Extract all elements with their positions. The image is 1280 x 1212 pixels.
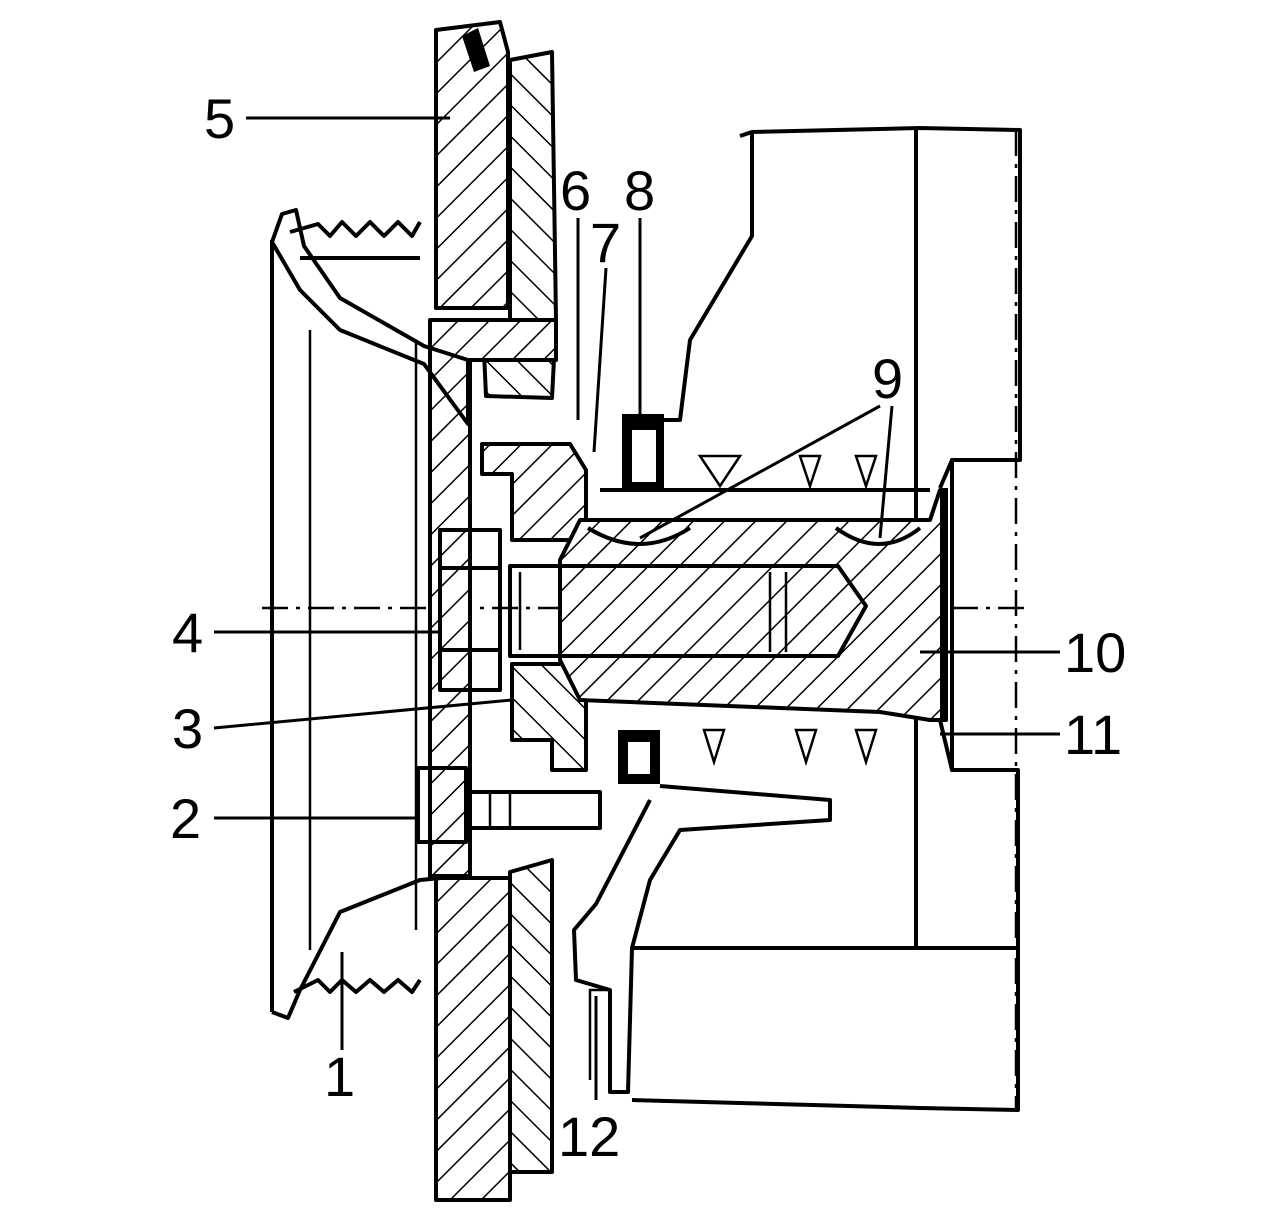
callout-3: 3 [172,697,203,760]
leader-9b [878,405,894,539]
crankshaft [558,458,954,772]
callout-9: 9 [872,347,903,410]
callout-6: 6 [560,159,591,222]
shaft-seal [618,414,664,784]
leader-lines [213,116,1060,1100]
leader-9a [639,404,881,540]
callout-7: 7 [590,211,621,274]
callout-8: 8 [624,159,655,222]
callout-12: 12 [558,1105,620,1168]
front-cover [572,130,878,1094]
callout-2: 2 [170,787,201,850]
leader-7 [592,267,608,453]
callout-1: 1 [324,1045,355,1108]
leader-3 [213,698,513,730]
callout-10: 10 [1064,621,1126,684]
crankshaft-keys [586,526,922,546]
callout-4: 4 [172,601,203,664]
callout-11: 11 [1064,703,1122,766]
center-bolt [438,528,868,692]
callout-5: 5 [204,87,235,150]
toothed-belt-disc [434,20,558,1202]
